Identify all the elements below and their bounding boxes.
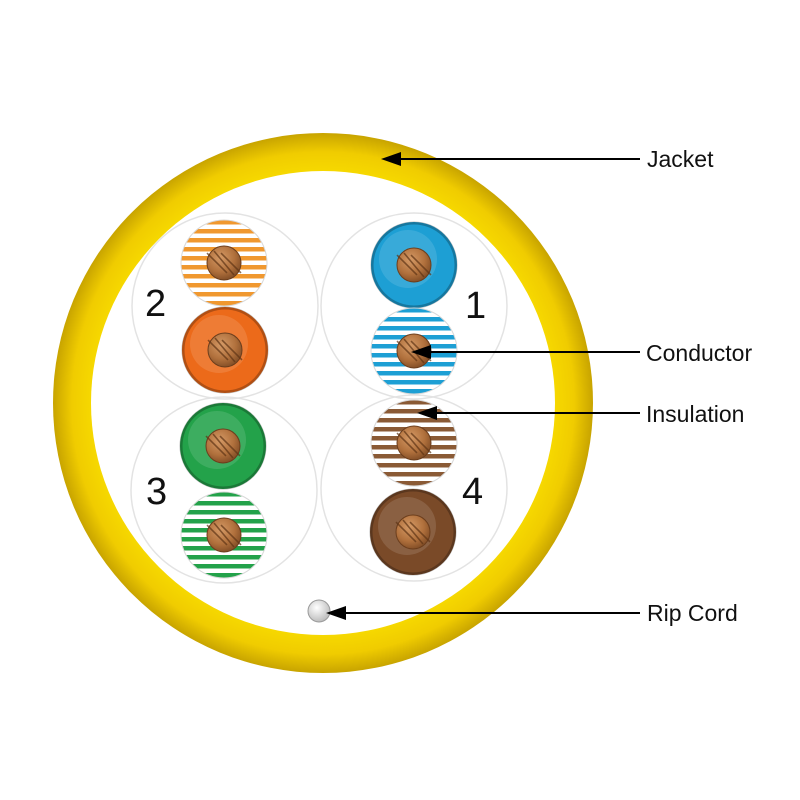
strand-line	[205, 435, 227, 457]
insulation-shade	[370, 221, 458, 309]
stripe	[181, 292, 267, 297]
strand-line	[395, 521, 417, 543]
stripe	[181, 301, 267, 306]
conductor-pointer	[411, 345, 640, 359]
strand-line	[221, 339, 243, 361]
strand-line	[214, 337, 236, 363]
insulation-label: Insulation	[646, 401, 744, 427]
stripe	[371, 389, 457, 394]
stripe	[371, 371, 457, 376]
pair-2-outline	[131, 212, 319, 400]
pair-number-1: 1	[465, 285, 486, 327]
stripe	[371, 463, 457, 468]
conductor-label: Conductor	[646, 340, 752, 366]
conductor-strands	[396, 430, 432, 456]
insulation-shade	[181, 306, 269, 394]
pair-4-outline	[320, 394, 508, 582]
pair-number-4: 4	[462, 471, 483, 513]
stripe	[181, 501, 267, 506]
strand-line	[206, 524, 228, 546]
stripe	[371, 400, 457, 405]
wire-pair-3-solid	[179, 402, 267, 490]
strand-line	[396, 340, 418, 362]
stripe	[371, 418, 457, 423]
stripe	[371, 308, 457, 313]
strand-line	[212, 433, 234, 459]
conductor-strands	[206, 250, 242, 276]
insulation-edge	[370, 399, 458, 487]
pair-number-2: 2	[145, 283, 166, 325]
wire-pair-2-striped	[180, 219, 268, 307]
strand-line	[206, 252, 228, 274]
strand-line	[213, 250, 235, 276]
strand-line	[220, 252, 242, 274]
stripe	[371, 409, 457, 414]
stripe	[181, 229, 267, 234]
insulation-edge	[180, 491, 268, 579]
insulation-shade	[369, 488, 457, 576]
pair-number-3: 3	[146, 471, 167, 513]
stripe	[371, 380, 457, 385]
strand-line	[402, 519, 424, 545]
rip-cord	[307, 599, 331, 623]
stripe	[371, 481, 457, 486]
wire-pair-4-solid	[369, 488, 457, 576]
stripe	[371, 326, 457, 331]
stripe	[371, 472, 457, 477]
strand-line	[403, 252, 425, 278]
wire-pair-4-striped	[370, 399, 458, 487]
strand-line	[219, 435, 241, 457]
stripe	[181, 283, 267, 288]
insulation-pointer	[417, 406, 640, 420]
cable-interior	[91, 171, 555, 635]
stripe	[371, 317, 457, 322]
jacket-label: Jacket	[647, 146, 714, 172]
conductor-strands	[396, 252, 432, 278]
pair-1-outline	[320, 212, 508, 400]
stripe	[181, 555, 267, 560]
conductor-strands	[207, 337, 243, 363]
wire-pair-1-solid	[370, 221, 458, 309]
stripe	[181, 238, 267, 243]
wire-pair-3-striped	[180, 491, 268, 579]
strand-line	[409, 521, 431, 543]
jacket-pointer	[381, 152, 640, 166]
rip-cord-label: Rip Cord	[647, 600, 738, 626]
conductor-strands	[395, 519, 431, 545]
wire-pair-2-solid	[181, 306, 269, 394]
insulation-shade	[179, 402, 267, 490]
strand-line	[410, 254, 432, 276]
pair-3-outline	[130, 396, 318, 584]
strand-line	[396, 432, 418, 454]
strand-line	[207, 339, 229, 361]
stripe	[181, 573, 267, 578]
stripe	[181, 510, 267, 515]
conductor-strands	[205, 433, 241, 459]
strand-line	[213, 522, 235, 548]
stripe	[181, 220, 267, 225]
stripe	[181, 492, 267, 497]
strand-line	[410, 432, 432, 454]
rip-cord-pointer	[326, 606, 640, 620]
conductor-strands	[206, 522, 242, 548]
strand-line	[220, 524, 242, 546]
strand-line	[396, 254, 418, 276]
stripe	[181, 564, 267, 569]
insulation-edge	[180, 219, 268, 307]
strand-line	[403, 430, 425, 456]
